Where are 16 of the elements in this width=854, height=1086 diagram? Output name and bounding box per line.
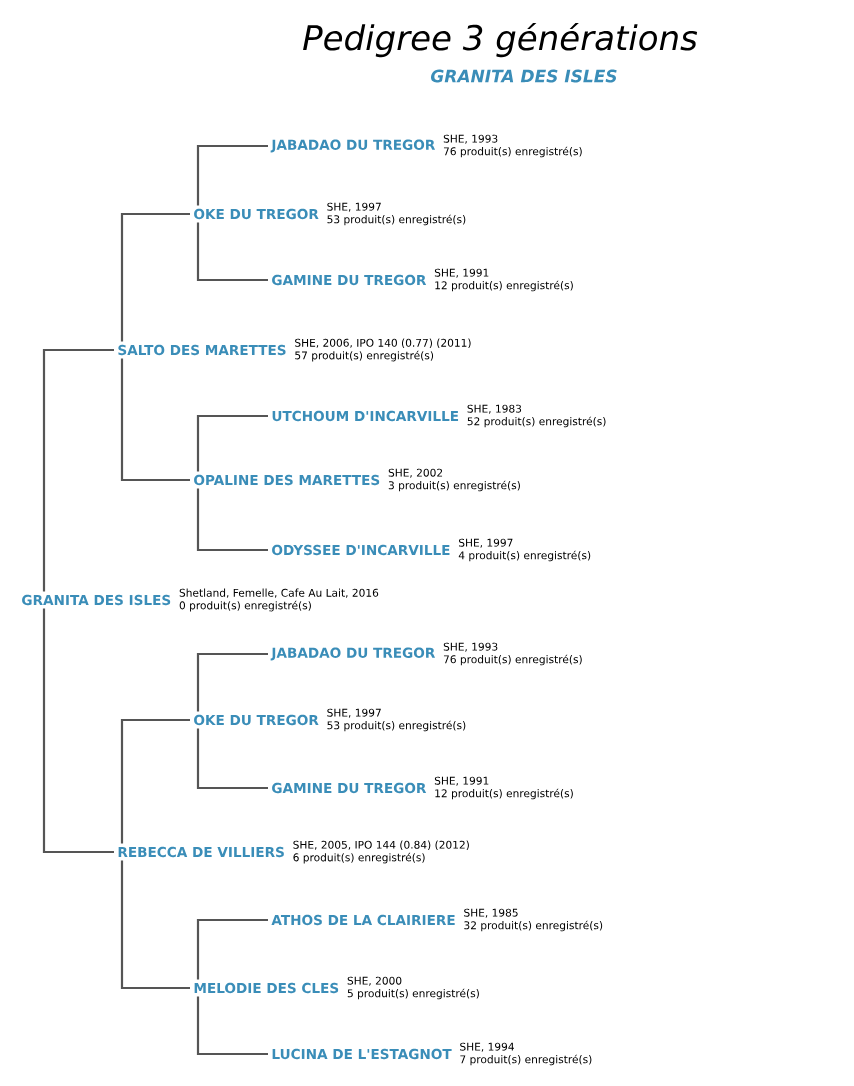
tree-line: [42, 348, 114, 592]
tree-line: [196, 728, 268, 790]
tree-line: [196, 414, 268, 472]
tree-line: [120, 718, 190, 844]
tree-line: [196, 918, 268, 980]
tree-line: [196, 144, 268, 206]
tree-line: [120, 860, 190, 990]
tree-line: [196, 652, 268, 712]
subtitle: GRANITA DES ISLES: [431, 69, 617, 83]
tree-line: [196, 996, 268, 1056]
tree-line: [120, 212, 190, 342]
tree-line: [196, 222, 268, 282]
title: Pedigree 3 générations: [303, 22, 698, 58]
tree-line: [196, 488, 268, 552]
tree-line: [120, 358, 190, 482]
tree-line: [42, 608, 114, 854]
